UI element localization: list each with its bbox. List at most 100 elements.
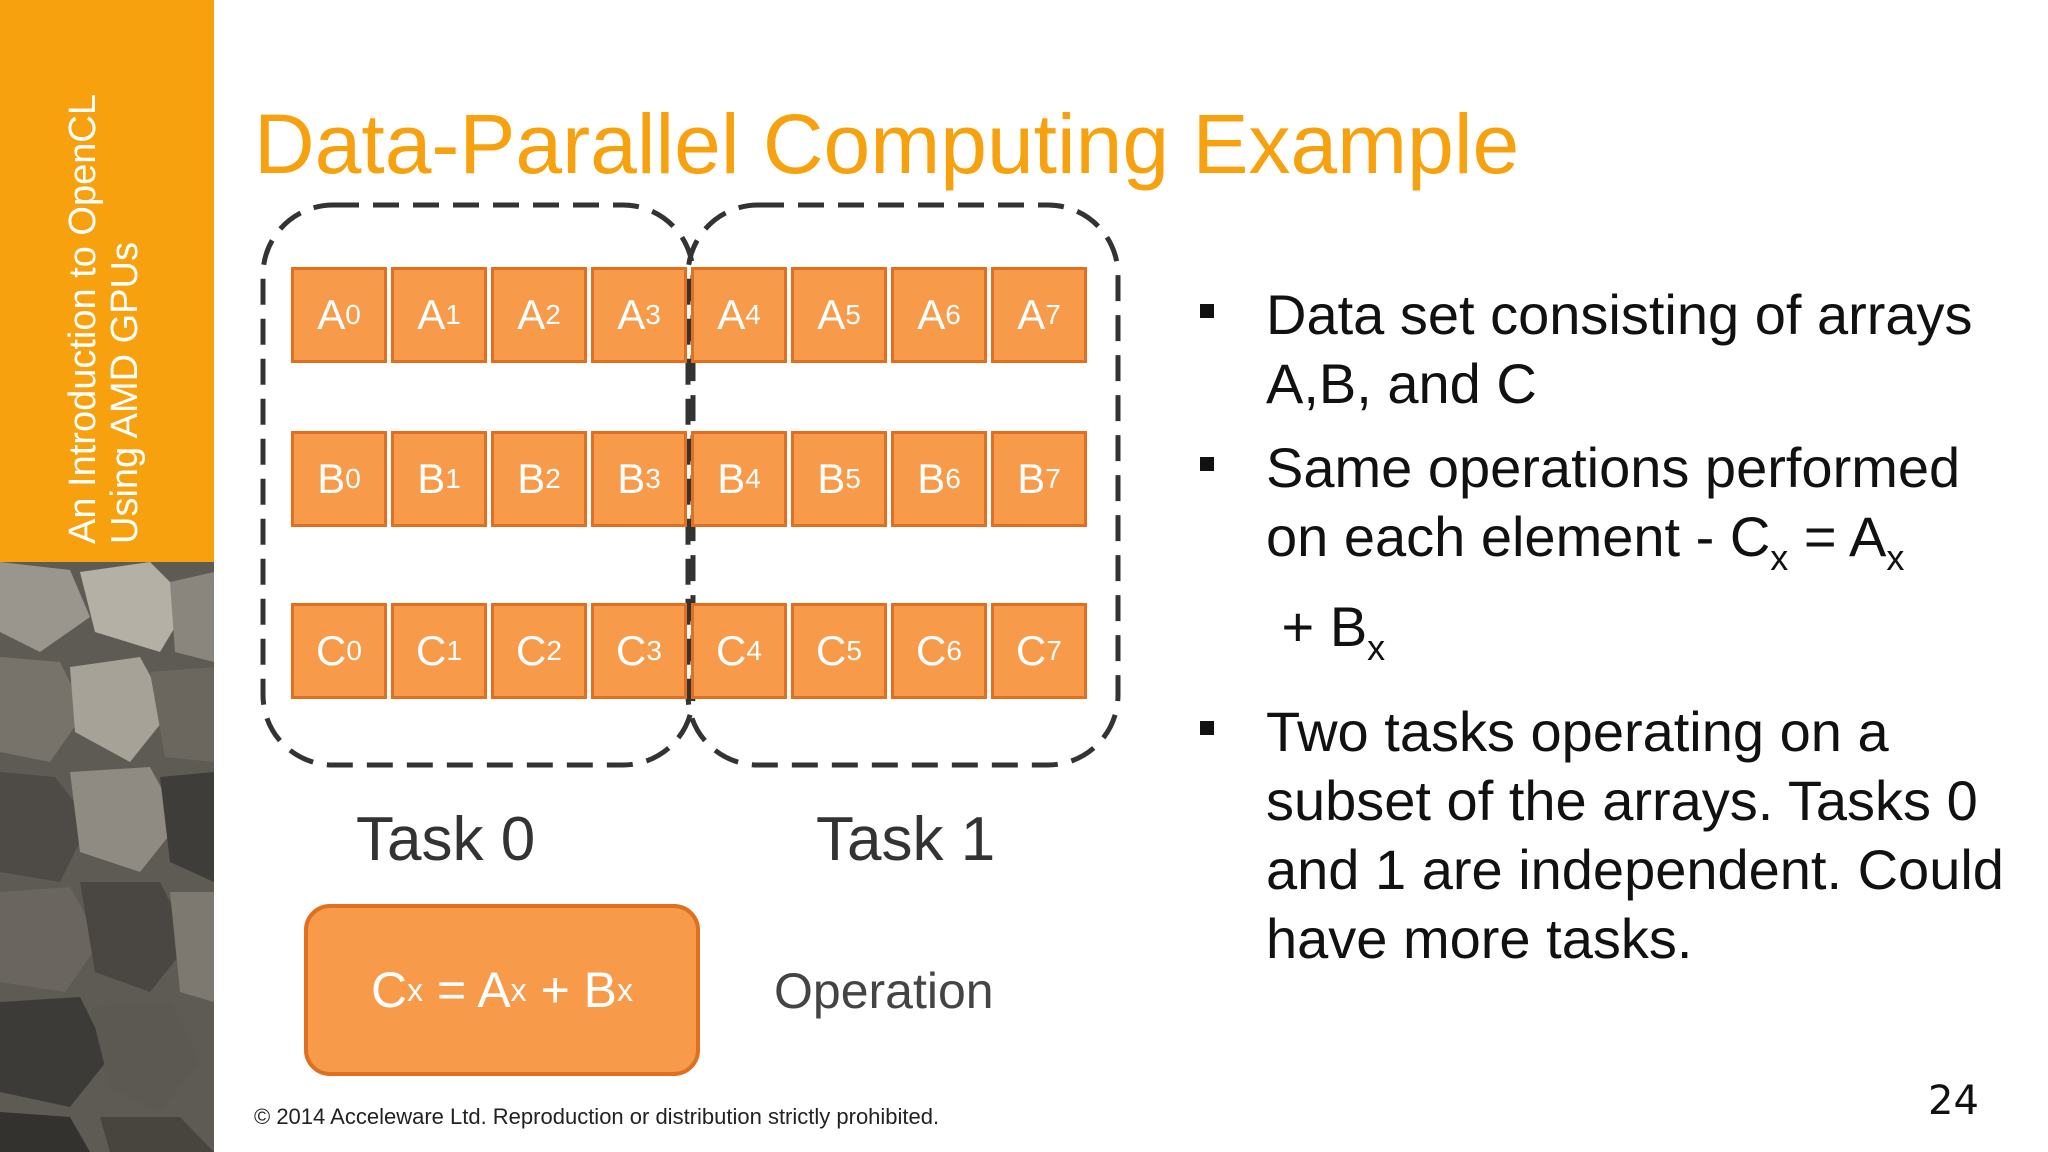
cell-index: 6 [945, 299, 961, 330]
bullet-3-text: Two tasks operating on a subset of the a… [1266, 700, 2004, 970]
cell-letter: A [817, 291, 846, 338]
op-sub-x1: x [407, 971, 424, 1008]
cell-index: 7 [1046, 635, 1062, 666]
bullet-list: Data set consisting of arrays A,B, and C… [1190, 280, 2010, 988]
bullet-2-text-c: + B [1266, 595, 1368, 658]
cell-index: 7 [1045, 463, 1061, 494]
bullet-square-icon [1200, 304, 1214, 318]
cell-index: 0 [345, 463, 361, 494]
op-sub-x3: x [617, 971, 634, 1008]
cell-letter: B [1017, 455, 1046, 502]
cell-letter: A [917, 291, 946, 338]
cell-letter: B [917, 455, 946, 502]
cell-letter: A [417, 291, 446, 338]
bullet-2-text-b: = A [1788, 505, 1887, 568]
op-plus: + B [526, 962, 618, 1018]
cell-index: 5 [845, 463, 861, 494]
cell-letter: A [617, 291, 646, 338]
cell-index: 4 [745, 299, 761, 330]
cell-letter: C [916, 627, 947, 674]
cell-index: 1 [446, 635, 462, 666]
cell-index: 7 [1045, 299, 1061, 330]
cell-index: 4 [745, 463, 761, 494]
cell-letter: C [716, 627, 747, 674]
cell-letter: C [616, 627, 647, 674]
cell-letter: A [1017, 291, 1046, 338]
cell-letter: C [1016, 627, 1047, 674]
cell-index: 4 [746, 635, 762, 666]
cell-index: 3 [646, 635, 662, 666]
sidebar: An Introduction to OpenCL Using AMD GPUs [0, 0, 214, 1152]
bullet-square-icon [1200, 457, 1214, 471]
task0-label: Task 0 [356, 805, 536, 874]
bullet-2-sub-x3: x [1367, 627, 1386, 668]
op-c: C [370, 962, 408, 1018]
cell-letter: C [516, 627, 547, 674]
page-number: 24 [1928, 1078, 1979, 1124]
cell-index: 0 [345, 299, 361, 330]
cell-index: 3 [645, 299, 661, 330]
bullet-1-text: Data set consisting of arrays A,B, and C [1266, 283, 1973, 415]
cell-index: 0 [346, 635, 362, 666]
bullet-1: Data set consisting of arrays A,B, and C [1190, 280, 2010, 418]
bullet-2-sub-x1: x [1770, 537, 1789, 578]
cell-index: 3 [645, 463, 661, 494]
cell-letter: B [417, 455, 446, 502]
op-eq: = A [423, 962, 511, 1018]
cell-index: 2 [546, 635, 562, 666]
task1-label: Task 1 [816, 805, 996, 874]
cell-index: 5 [846, 635, 862, 666]
cell-letter: A [317, 291, 346, 338]
sidebar-title-panel: An Introduction to OpenCL Using AMD GPUs [0, 0, 214, 562]
cell-letter: B [617, 455, 646, 502]
cell-letter: C [316, 627, 347, 674]
sidebar-title-line2: Using AMD GPUs [104, 242, 146, 544]
cell-letter: B [817, 455, 846, 502]
cell-letter: B [717, 455, 746, 502]
cell-letter: B [317, 455, 346, 502]
bullet-square-icon [1200, 721, 1214, 735]
operation-label: Operation [774, 963, 994, 1019]
cell-letter: C [416, 627, 447, 674]
op-sub-x2: x [510, 971, 527, 1008]
cell-index: 6 [945, 463, 961, 494]
bullet-2-sub-x2: x [1886, 537, 1905, 578]
bullet-3: Two tasks operating on a subset of the a… [1190, 697, 2010, 973]
cell-index: 1 [445, 463, 461, 494]
cell-index: 6 [946, 635, 962, 666]
cell-letter: B [517, 455, 546, 502]
cell-index: 5 [845, 299, 861, 330]
cell-letter: C [816, 627, 847, 674]
cell-letter: A [717, 291, 746, 338]
cell-index: 2 [545, 299, 561, 330]
sidebar-title: An Introduction to OpenCL Using AMD GPUs [62, 64, 146, 544]
copyright-notice: © 2014 Acceleware Ltd. Reproduction or d… [254, 1104, 940, 1129]
bullet-2-text-a: Same operations performed on each elemen… [1266, 436, 1961, 568]
sidebar-title-line1: An Introduction to OpenCL [62, 94, 104, 544]
basalt-columns-photo [0, 562, 214, 1152]
cell-letter: A [517, 291, 546, 338]
